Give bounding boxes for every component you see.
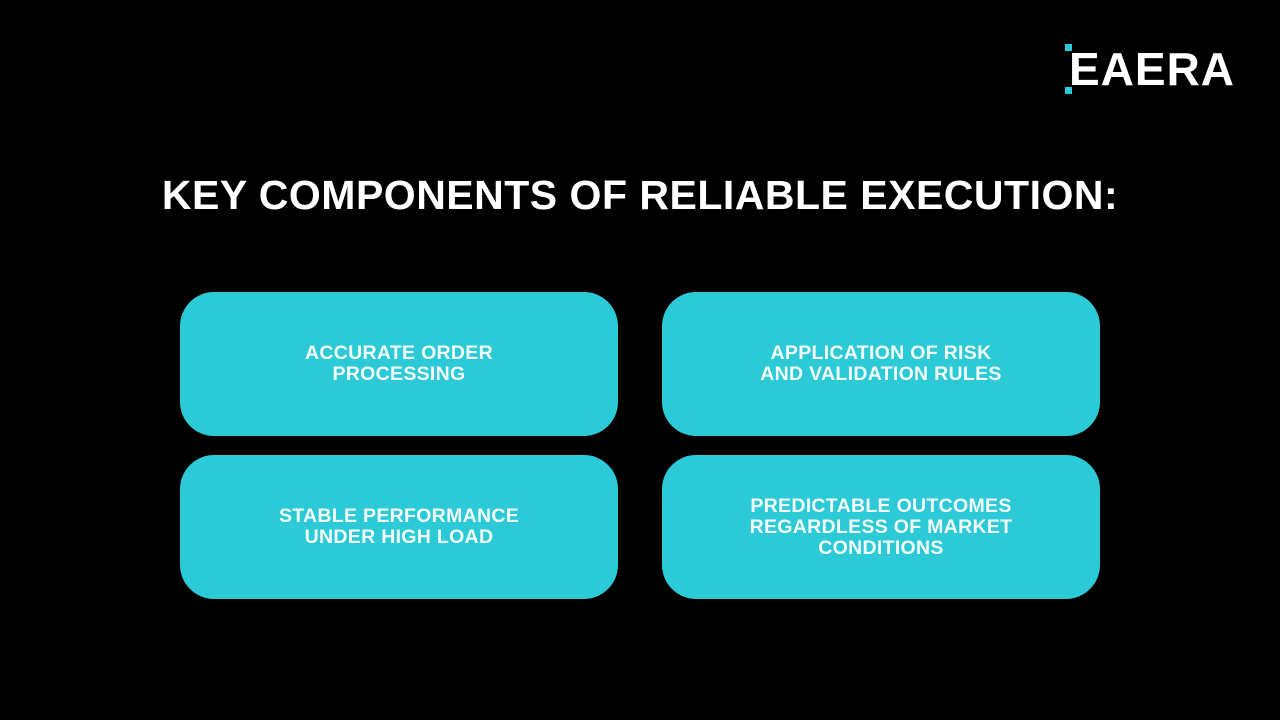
component-card-stable-performance: STABLE PERFORMANCE UNDER HIGH LOAD	[180, 455, 618, 599]
logo-accent-square-icon	[1065, 87, 1072, 94]
slide-title: KEY COMPONENTS OF RELIABLE EXECUTION:	[161, 172, 1119, 218]
logo-text: EAERA	[1069, 43, 1236, 95]
card-label: ACCURATE ORDER PROCESSING	[304, 342, 493, 385]
card-label: STABLE PERFORMANCE UNDER HIGH LOAD	[278, 505, 520, 548]
card-label: APPLICATION OF RISK AND VALIDATION RULES	[760, 342, 1002, 385]
component-card-predictable-outcomes: PREDICTABLE OUTCOMES REGARDLESS OF MARKE…	[662, 455, 1100, 599]
logo-accent-square-icon	[1065, 44, 1072, 51]
card-label: PREDICTABLE OUTCOMES REGARDLESS OF MARKE…	[749, 494, 1013, 559]
brand-logo: EAERA	[1065, 44, 1235, 94]
component-card-accurate-order-processing: ACCURATE ORDER PROCESSING	[180, 292, 618, 436]
logo-accent-marks	[1065, 44, 1072, 94]
component-card-risk-validation-rules: APPLICATION OF RISK AND VALIDATION RULES	[662, 292, 1100, 436]
